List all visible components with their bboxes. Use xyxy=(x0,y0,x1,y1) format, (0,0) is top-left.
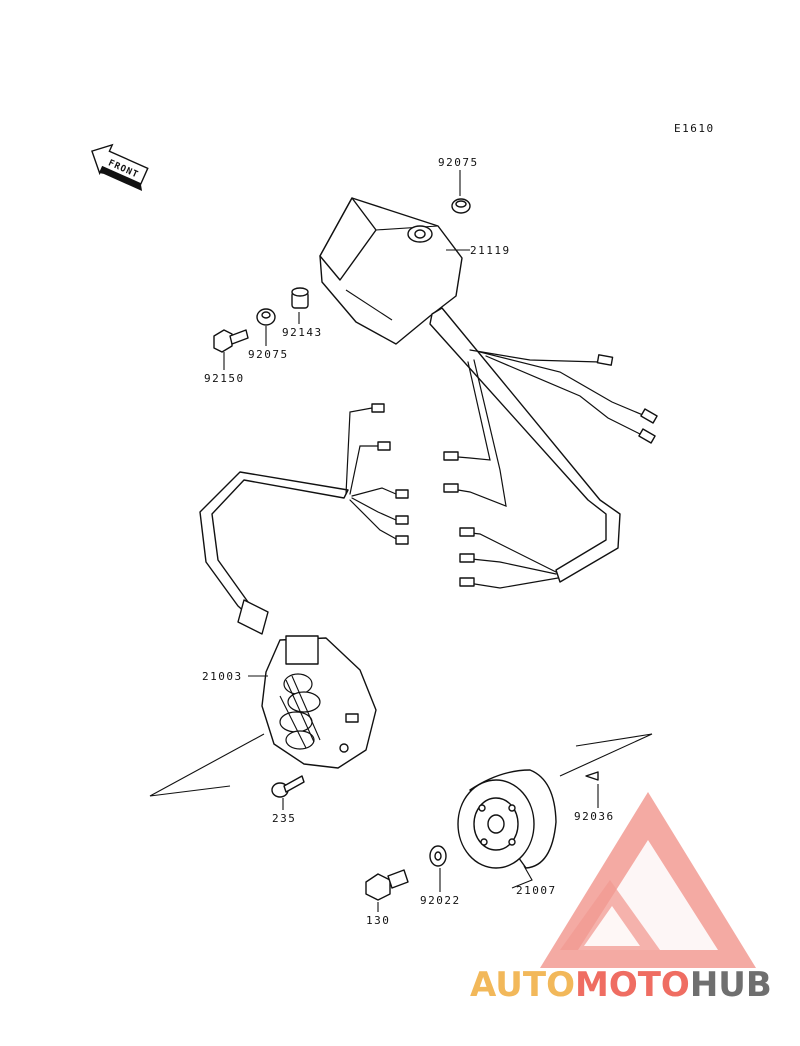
flange-bolt-130 xyxy=(365,869,409,901)
cdi-unit-21119 xyxy=(319,197,463,345)
label-92143: 92143 xyxy=(282,326,323,339)
label-92036: 92036 xyxy=(574,810,615,823)
alignment-lines xyxy=(149,733,653,797)
cdi-wire-harness xyxy=(429,307,658,589)
watermark-logo-icon xyxy=(540,792,756,968)
grommet-92075-left xyxy=(256,308,276,326)
watermark-auto: AUTO xyxy=(470,965,575,1005)
stator-wire-harness xyxy=(199,403,409,635)
rotor-21007 xyxy=(457,769,557,869)
label-92150: 92150 xyxy=(204,372,245,385)
label-235: 235 xyxy=(272,812,296,825)
label-130: 130 xyxy=(366,914,390,927)
label-21003: 21003 xyxy=(202,670,243,683)
grommet-92075-top xyxy=(451,198,471,214)
label-92022: 92022 xyxy=(420,894,461,907)
key-92036 xyxy=(585,771,599,781)
watermark-moto: MOTO xyxy=(575,965,690,1005)
diagram-code: E1610 xyxy=(674,122,715,135)
label-21119: 21119 xyxy=(470,244,511,257)
screw-235 xyxy=(271,775,305,798)
bolt-92150 xyxy=(213,329,249,353)
leader-lines xyxy=(223,170,599,912)
label-21007: 21007 xyxy=(516,884,557,897)
label-92075-left: 92075 xyxy=(248,348,289,361)
label-92075-top: 92075 xyxy=(438,156,479,169)
watermark-hub: HUB xyxy=(690,965,772,1005)
stator-21003 xyxy=(261,635,377,769)
watermark-wordmark: AUTOMOTOHUB xyxy=(470,965,772,1005)
collar-92143 xyxy=(291,287,309,309)
washer-92022 xyxy=(429,845,447,867)
front-arrow-icon: FRONT xyxy=(91,143,149,191)
